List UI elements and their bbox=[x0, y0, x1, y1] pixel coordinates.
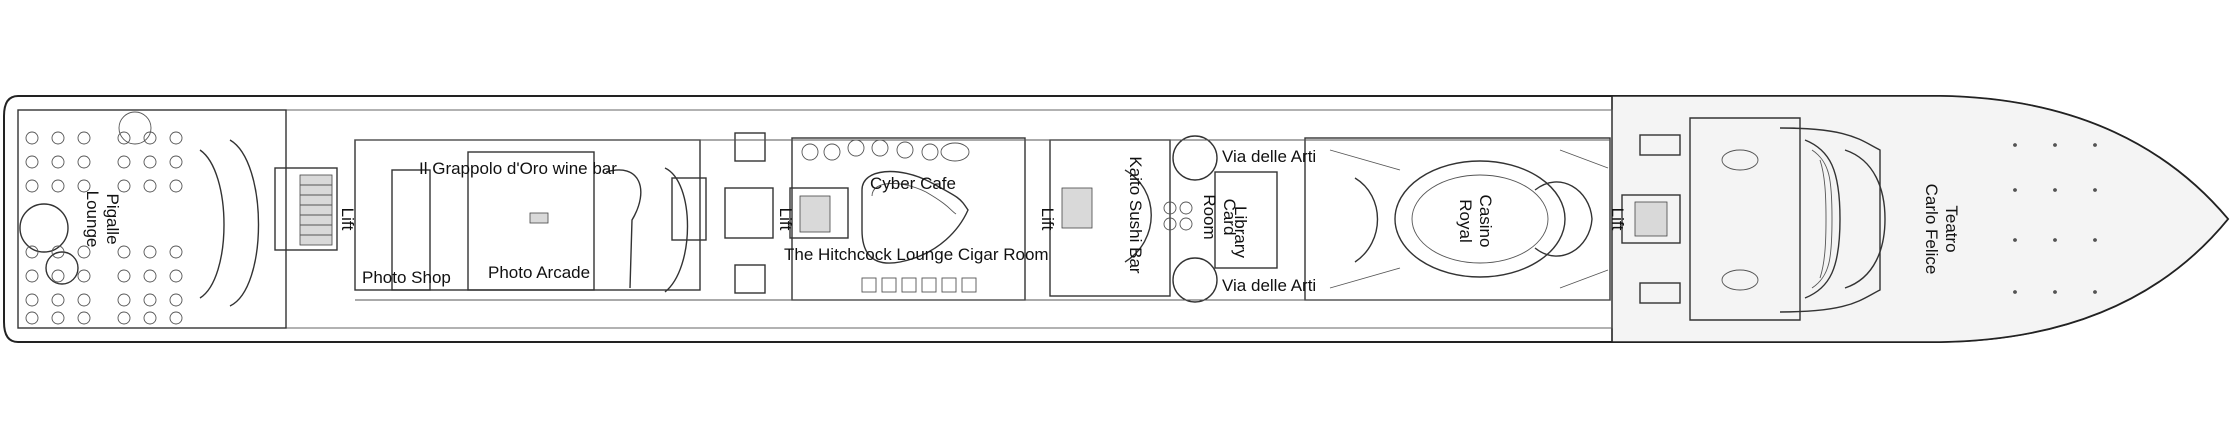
pigalle-lounge-area bbox=[17, 109, 287, 329]
label-cyber-cafe: Cyber Cafe bbox=[870, 174, 956, 193]
lounge-seat bbox=[51, 155, 65, 169]
label-lift-1: Lift bbox=[338, 208, 357, 231]
lounge-seat bbox=[77, 311, 91, 325]
label-lift-3: Lift bbox=[1038, 208, 1057, 231]
lounge-seat bbox=[51, 179, 65, 193]
aft-lift-core bbox=[274, 167, 338, 251]
lounge-seat bbox=[25, 179, 39, 193]
label-teatro-line2: Carlo Felice bbox=[1922, 184, 1941, 275]
lounge-seat bbox=[117, 269, 131, 283]
lounge-seat bbox=[169, 293, 183, 307]
lounge-seat bbox=[169, 269, 183, 283]
lounge-seat bbox=[143, 293, 157, 307]
lounge-seat bbox=[143, 245, 157, 259]
lounge-seat bbox=[25, 155, 39, 169]
label-pigalle-lounge-line2: Lounge bbox=[83, 191, 102, 248]
mid-lift-core bbox=[724, 132, 849, 294]
label-il-grappolo: Il Grappolo d'Oro wine bar bbox=[419, 159, 617, 178]
label-card-room-line2: Room bbox=[1200, 194, 1219, 239]
lounge-seat bbox=[77, 293, 91, 307]
lounge-seat bbox=[25, 311, 39, 325]
label-library: Library bbox=[1231, 206, 1250, 258]
lounge-seat bbox=[25, 245, 39, 259]
lounge-seat bbox=[25, 131, 39, 145]
lounge-seat bbox=[169, 155, 183, 169]
lounge-seat bbox=[77, 179, 91, 193]
label-lift-2: Lift bbox=[776, 208, 795, 231]
lounge-seat bbox=[169, 131, 183, 145]
lounge-seat bbox=[117, 311, 131, 325]
lounge-seat bbox=[51, 293, 65, 307]
label-hitchcock-lounge: The Hitchcock Lounge Cigar Room bbox=[784, 245, 1049, 264]
lounge-seat bbox=[77, 245, 91, 259]
label-lift-4: Lift bbox=[1608, 208, 1627, 231]
bow-section bbox=[1611, 95, 2230, 343]
lounge-seat bbox=[77, 131, 91, 145]
lounge-seat bbox=[25, 269, 39, 283]
label-via-delle-arti-bottom: Via delle Arti bbox=[1222, 276, 1316, 295]
label-teatro-line1: Teatro bbox=[1942, 205, 1961, 252]
lounge-seat bbox=[51, 269, 65, 283]
label-photo-shop: Photo Shop bbox=[362, 268, 451, 287]
lounge-seat bbox=[51, 245, 65, 259]
label-kaito-sushi-bar: Kaito Sushi Bar bbox=[1126, 156, 1145, 274]
label-via-delle-arti-top: Via delle Arti bbox=[1222, 147, 1316, 166]
lounge-seat bbox=[143, 155, 157, 169]
lounge-seat bbox=[143, 269, 157, 283]
forward-lift-core bbox=[1621, 134, 1681, 304]
lounge-seat bbox=[117, 245, 131, 259]
lounge-seat bbox=[117, 131, 131, 145]
lounge-seat bbox=[169, 179, 183, 193]
lounge-seat bbox=[117, 179, 131, 193]
lounge-seat bbox=[143, 131, 157, 145]
label-card-room-line1: Card bbox=[1220, 199, 1239, 236]
lounge-seat bbox=[143, 179, 157, 193]
casino-royal-area bbox=[1304, 137, 1611, 301]
side-promenade-lines bbox=[355, 139, 1610, 301]
lounge-seat bbox=[117, 293, 131, 307]
label-photo-arcade: Photo Arcade bbox=[488, 263, 590, 282]
lounge-seat bbox=[143, 311, 157, 325]
lounge-seat bbox=[169, 311, 183, 325]
label-casino-royal-line2: Royal bbox=[1456, 199, 1475, 242]
lounge-seat bbox=[77, 269, 91, 283]
lounge-seat bbox=[169, 245, 183, 259]
lounge-seat bbox=[51, 311, 65, 325]
label-pigalle-lounge-line1: Pigalle bbox=[103, 193, 122, 244]
lounge-seat bbox=[25, 293, 39, 307]
lounge-seat bbox=[117, 155, 131, 169]
label-casino-royal-line1: Casino bbox=[1476, 195, 1495, 248]
lounge-seat bbox=[51, 131, 65, 145]
teatro-area bbox=[1689, 117, 2097, 321]
lounge-seat bbox=[77, 155, 91, 169]
